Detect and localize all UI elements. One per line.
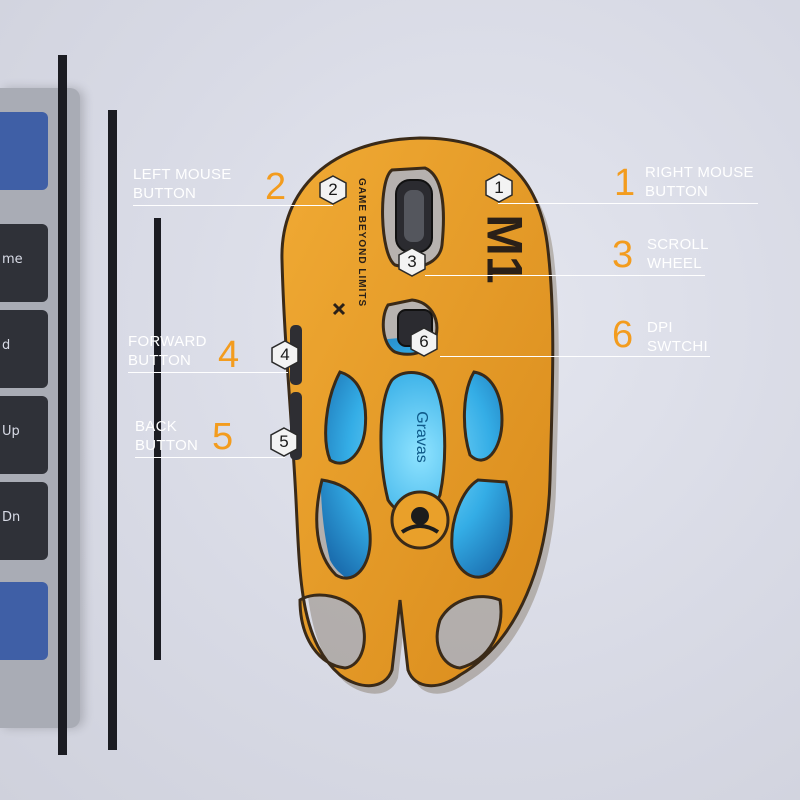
callout-forward-number: 4: [218, 334, 240, 376]
hex-label: 6: [419, 332, 429, 351]
callout-scroll-label: SCROLL WHEEL: [647, 235, 709, 273]
hex-label: 1: [494, 178, 504, 197]
keyboard-key-pgdn: Dn: [0, 482, 48, 560]
hex-label: 3: [407, 252, 417, 271]
callout-dpi-label: DPI SWTCHI: [647, 318, 708, 356]
keyboard-key-blue: [0, 112, 48, 190]
callout-left-mouse-rule: [133, 205, 333, 206]
key-label: me: [2, 252, 23, 267]
callout-scroll-rule: [425, 275, 705, 276]
callout-left-mouse-line1: LEFT MOUSE: [133, 166, 232, 183]
callout-scroll-line2: WHEEL: [647, 255, 702, 272]
hex-label: 5: [279, 432, 289, 451]
callout-right-mouse-label: RIGHT MOUSE BUTTON: [645, 163, 754, 201]
callout-scroll-number: 3: [612, 234, 634, 276]
callout-dpi-number: 6: [612, 314, 634, 356]
callout-forward-rule: [128, 372, 288, 373]
callout-forward-line1: FORWARD: [128, 333, 207, 350]
desk-stripe: [154, 218, 161, 660]
hex-label: 4: [280, 345, 290, 364]
desk-stripe: [108, 110, 117, 750]
callout-back-number: 5: [212, 416, 234, 458]
callout-back-line2: BUTTON: [135, 437, 199, 454]
callout-left-mouse-line2: BUTTON: [133, 185, 197, 202]
mouse-side-mark: Gravas: [412, 411, 430, 463]
callout-dpi-line1: DPI: [647, 319, 673, 336]
callout-dpi-line2: SWTCHI: [647, 338, 708, 355]
callout-forward-label: FORWARD BUTTON: [128, 332, 207, 370]
callout-right-mouse-hex-icon: 1: [484, 173, 514, 203]
callout-right-mouse-line2: BUTTON: [645, 183, 709, 200]
callout-dpi-hex-icon: 6: [409, 327, 439, 357]
callout-back-line1: BACK: [135, 418, 178, 435]
callout-left-mouse-label: LEFT MOUSE BUTTON: [133, 165, 232, 203]
callout-scroll-hex-icon: 3: [397, 247, 427, 277]
keyboard-key-pgup: Up: [0, 396, 48, 474]
desk-stripe: [58, 55, 67, 755]
callout-forward-line2: BUTTON: [128, 352, 192, 369]
keyboard-key-home: me: [0, 224, 48, 302]
callout-dpi-rule: [440, 356, 710, 357]
callout-forward-hex-icon: 4: [270, 340, 300, 370]
keyboard-key-end: d: [0, 310, 48, 388]
callout-right-mouse-rule: [498, 203, 758, 204]
callout-left-mouse-number: 2: [265, 166, 287, 208]
hex-label: 2: [328, 180, 338, 199]
callout-right-mouse-number: 1: [614, 162, 636, 204]
key-label: d: [2, 338, 11, 353]
callout-back-hex-icon: 5: [269, 427, 299, 457]
callout-back-rule: [135, 457, 285, 458]
callout-back-label: BACK BUTTON: [135, 417, 198, 455]
keyboard-key-blue-bottom: [0, 582, 48, 660]
key-label: Up: [2, 424, 20, 439]
callout-right-mouse-line1: RIGHT MOUSE: [645, 164, 754, 181]
callout-left-mouse-hex-icon: 2: [318, 175, 348, 205]
mouse-model-mark: M1: [476, 214, 533, 284]
key-label: Dn: [2, 510, 21, 525]
mouse-slogan: GAME BEYOND LIMITS: [356, 178, 367, 308]
callout-scroll-line1: SCROLL: [647, 236, 709, 253]
